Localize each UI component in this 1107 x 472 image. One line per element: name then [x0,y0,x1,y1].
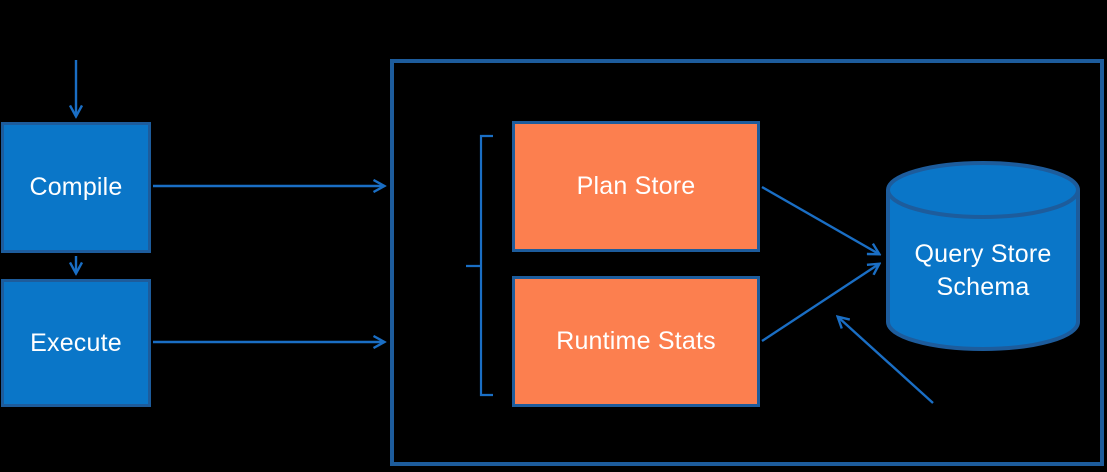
runtime-stats-label: Runtime Stats [556,327,716,355]
compile-label: Compile [29,173,123,201]
plan-store-label: Plan Store [576,172,696,200]
query-store-schema-label: Query Store Schema [888,238,1078,304]
plan-store-node: Plan Store [512,121,760,252]
compile-node: Compile [1,122,151,253]
execute-label: Execute [30,328,122,357]
runtime-stats-node: Runtime Stats [512,276,760,407]
query-store-schema-label-line2: Schema [936,273,1030,301]
query-store-container-box [390,59,1104,466]
execute-node: Execute [1,279,151,407]
query-store-schema-label-line1: Query Store [914,240,1052,268]
